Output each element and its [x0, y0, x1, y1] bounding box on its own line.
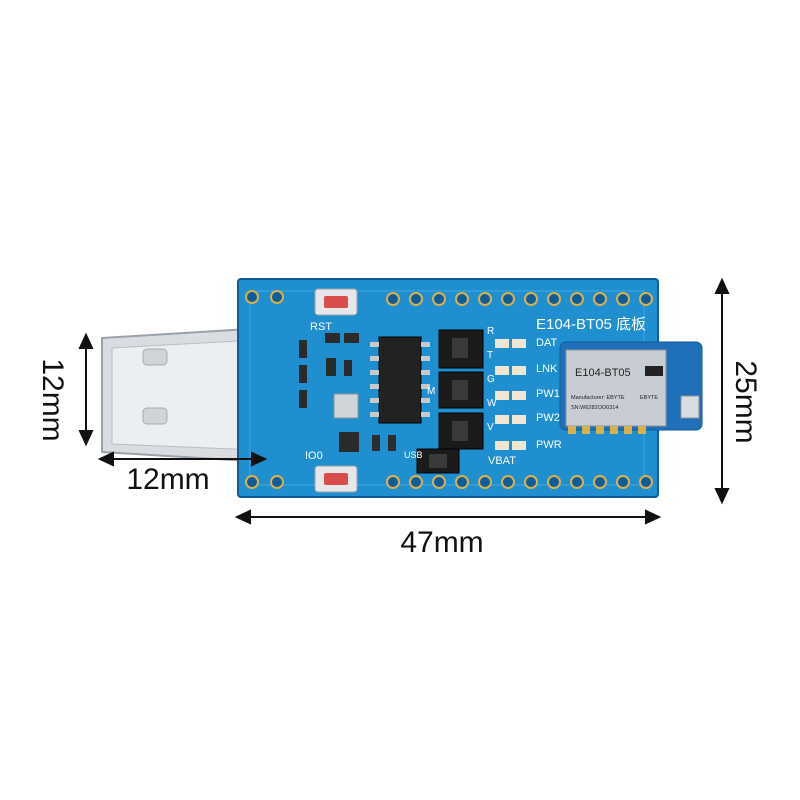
top-header-pins — [245, 290, 653, 306]
v-label: V — [487, 422, 494, 433]
m-label: M — [427, 386, 435, 397]
pw2-label: PW2 — [536, 412, 560, 424]
module-name: E104-BT05 — [575, 367, 631, 379]
board-title: E104-BT05 底板 — [536, 315, 646, 333]
dat-label: DAT — [536, 337, 557, 349]
module-serial: SN:W6282OO0314 — [571, 405, 618, 411]
usb-length-label: 12mm — [126, 463, 210, 496]
w-label: W — [487, 398, 497, 409]
io0-button — [314, 465, 358, 493]
board-length-label: 47mm — [400, 526, 484, 559]
ic-chip — [370, 336, 430, 424]
pwr-label: PWR — [536, 439, 562, 451]
bluetooth-module — [559, 341, 703, 434]
vbat-label: VBAT — [488, 455, 516, 467]
pw1-label: PW1 — [536, 388, 560, 400]
rst-silkscreen: RST — [310, 321, 332, 333]
r-label: R — [487, 326, 494, 337]
module-brand: EBYTE — [640, 395, 658, 401]
lnk-label: LNK — [536, 363, 558, 375]
smd-components — [299, 333, 396, 452]
bottom-header-pins — [245, 475, 653, 489]
board-width-label: 25mm — [729, 360, 762, 444]
io0-silkscreen: IO0 — [305, 450, 323, 462]
g-label: G — [487, 374, 495, 385]
dimension-lines — [78, 277, 730, 525]
rst-button — [314, 288, 358, 316]
status-leds — [495, 339, 526, 450]
crystal — [333, 393, 359, 419]
usb-height-label: 12mm — [36, 358, 69, 442]
pcb-board: RST IO0 E104-BT05 底板 DAT LNK PW1 PW2 PWR… — [237, 278, 703, 498]
jumpers — [416, 329, 484, 474]
usb-label: USB — [404, 450, 423, 460]
module-manufacturer: Manufacturer: EBYTE — [571, 395, 625, 401]
t-label: T — [487, 350, 493, 361]
